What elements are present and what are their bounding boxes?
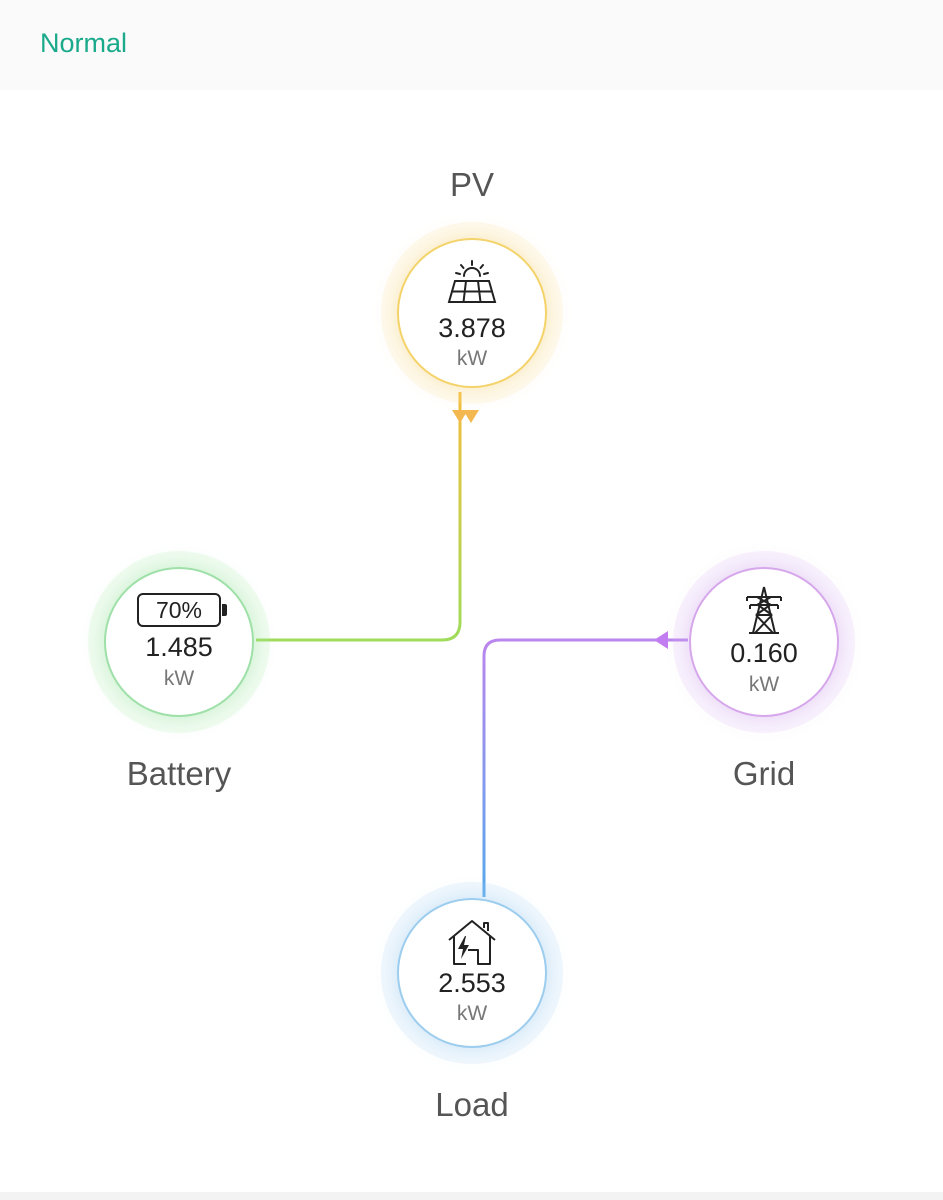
load-power-unit: kW — [456, 1002, 488, 1025]
pv-node[interactable]: 3.878 kW — [397, 238, 547, 388]
pv-flow-arrow-1 — [452, 410, 468, 423]
battery-node[interactable]: 70% 1.485 kW — [104, 567, 254, 717]
bottom-edge — [0, 1192, 943, 1200]
grid-flow-arrow — [654, 631, 668, 649]
battery-label: Battery — [126, 755, 232, 792]
system-status: Normal — [40, 28, 128, 58]
battery-icon: 70% — [106, 593, 252, 643]
grid-power-value: 0.160 — [730, 638, 798, 668]
pv-label: PV — [449, 166, 495, 203]
grid-to-load-line — [482, 638, 688, 897]
grid-power-unit: kW — [748, 673, 780, 696]
pv-power-unit: kW — [456, 347, 488, 370]
load-power-value: 2.553 — [438, 968, 506, 998]
grid-label: Grid — [732, 755, 796, 792]
house-power-icon — [399, 918, 545, 968]
battery-soc: 70% — [137, 593, 227, 627]
load-label: Load — [435, 1086, 509, 1123]
pv-power-value: 3.878 — [438, 313, 506, 343]
battery-power-unit: kW — [163, 667, 195, 690]
pv-to-battery-line — [256, 392, 462, 642]
power-tower-icon — [691, 585, 837, 635]
grid-node[interactable]: 0.160 kW — [689, 567, 839, 717]
load-node[interactable]: 2.553 kW — [397, 898, 547, 1048]
header-bar: Normal — [0, 0, 943, 90]
solar-panel-icon — [399, 260, 545, 310]
battery-power-value: 1.485 — [145, 632, 213, 662]
pv-flow-arrow-2 — [463, 410, 479, 423]
